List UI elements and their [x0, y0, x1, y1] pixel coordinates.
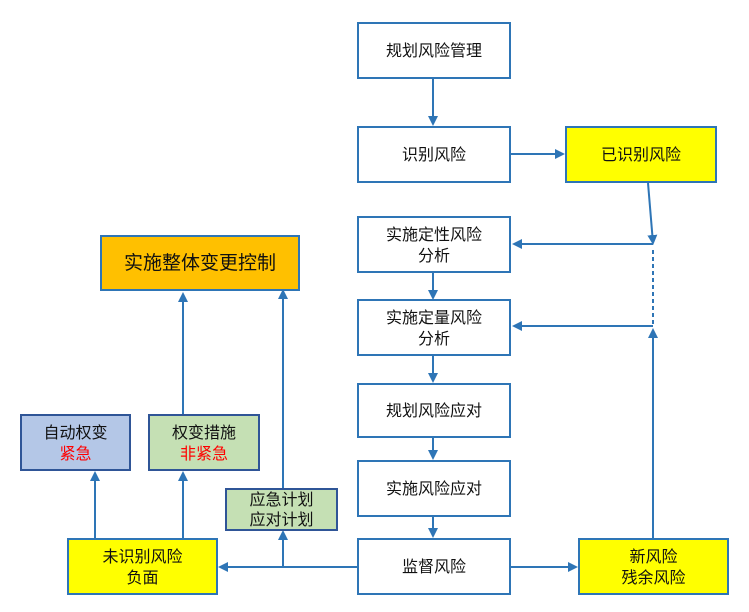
implement-risk-response-box: 实施风险应对	[357, 460, 511, 517]
plan-risk-management-label: 规划风险管理	[385, 41, 482, 60]
arrow-identified-down	[647, 182, 658, 245]
quantitative-analysis-label-line1: 实施定量风险	[385, 307, 482, 327]
identified-risk-box: 已识别风险	[565, 126, 717, 183]
new-residual-risk-box: 新风险 残余风险	[578, 538, 729, 595]
non-urgent-label: 非紧急	[179, 443, 228, 463]
new-risk-label: 新风险	[629, 546, 678, 566]
qualitative-analysis-label-line2: 分析	[417, 245, 450, 265]
response-plan-label: 应对计划	[249, 509, 314, 529]
quantitative-analysis-label-line2: 分析	[417, 328, 450, 348]
workaround-measures-label: 权变措施	[171, 422, 236, 442]
integrated-change-control-box: 实施整体变更控制	[100, 235, 300, 291]
plan-risk-response-label: 规划风险应对	[385, 401, 482, 420]
workaround-measures-box: 权变措施 非紧急	[148, 414, 260, 471]
residual-risk-label: 残余风险	[621, 567, 686, 587]
negative-label: 负面	[126, 567, 159, 587]
qualitative-analysis-label-line1: 实施定性风险	[385, 224, 482, 244]
monitor-risk-label: 监督风险	[401, 557, 466, 576]
quantitative-analysis-box: 实施定量风险 分析	[357, 299, 511, 356]
contingency-plan-box: 应急计划 应对计划	[225, 488, 338, 531]
unidentified-risk-box: 未识别风险 负面	[67, 538, 218, 595]
qualitative-analysis-box: 实施定性风险 分析	[357, 216, 511, 273]
implement-risk-response-label: 实施风险应对	[385, 479, 482, 498]
identified-risk-label: 已识别风险	[600, 145, 681, 164]
integrated-change-control-label: 实施整体变更控制	[123, 251, 276, 274]
plan-risk-response-box: 规划风险应对	[357, 383, 511, 438]
plan-risk-management-box: 规划风险管理	[357, 22, 511, 79]
automatic-workaround-box: 自动权变 紧急	[20, 414, 131, 471]
automatic-workaround-label: 自动权变	[43, 422, 108, 442]
urgent-label: 紧急	[59, 443, 92, 463]
unidentified-risk-label: 未识别风险	[102, 546, 183, 566]
identify-risk-label: 识别风险	[401, 145, 466, 164]
monitor-risk-box: 监督风险	[357, 538, 511, 595]
identify-risk-box: 识别风险	[357, 126, 511, 183]
contingency-plan-label: 应急计划	[249, 489, 314, 509]
